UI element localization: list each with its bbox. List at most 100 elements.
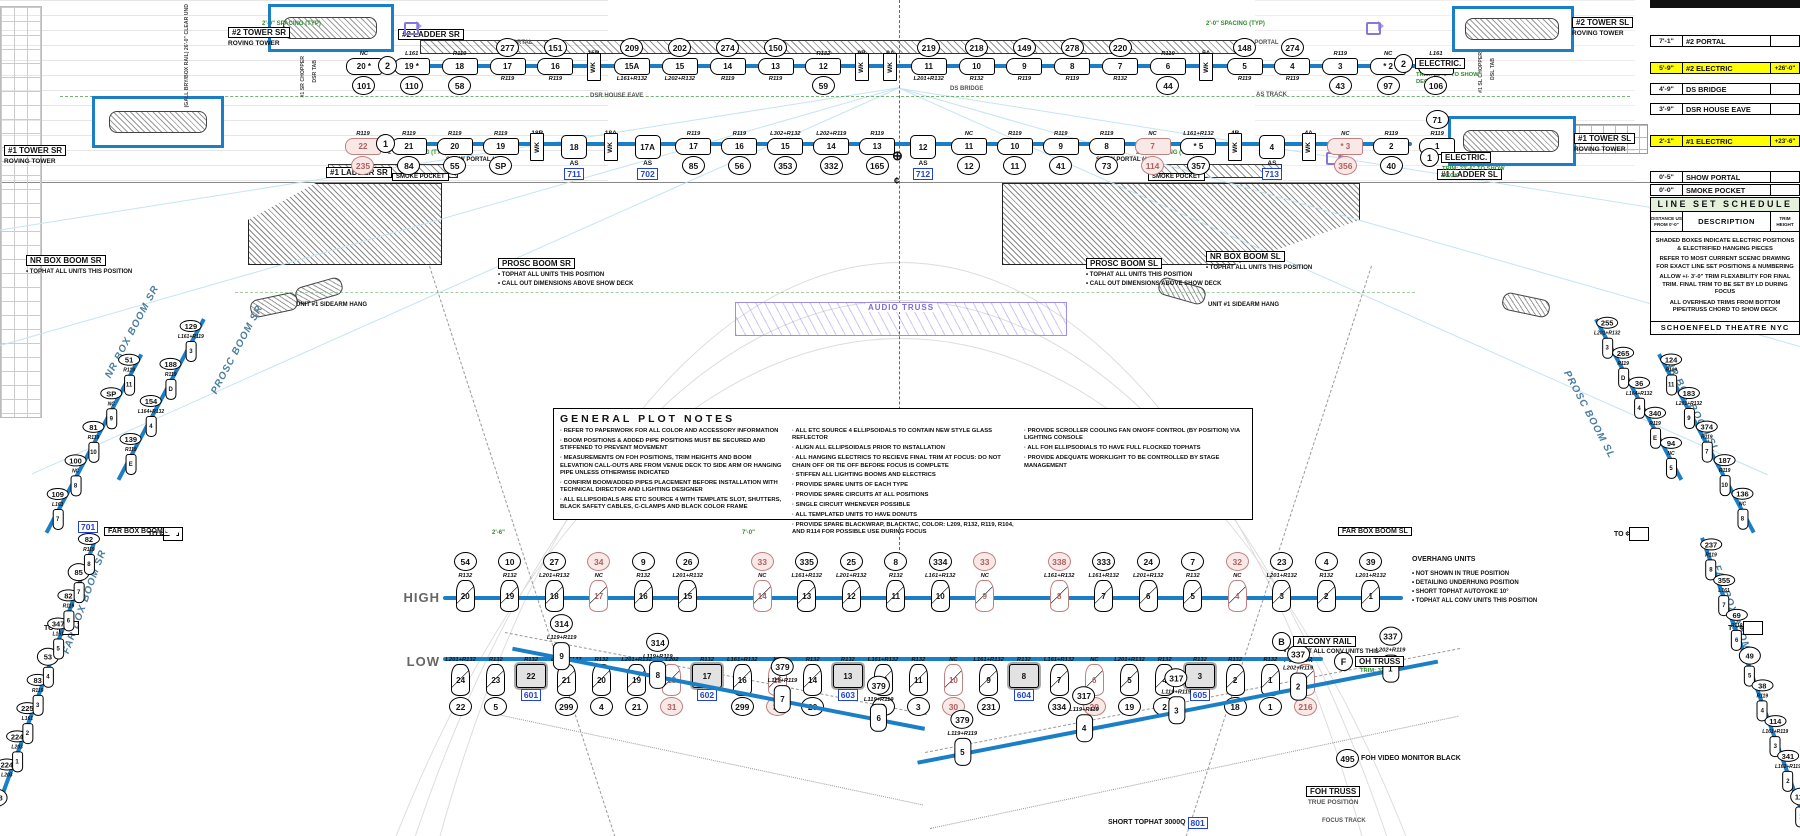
short-tophat-label: SHORT TOPHAT 3000Q — [1108, 819, 1186, 826]
instrument-glyph: * 5 — [1180, 138, 1217, 155]
unit-cell: 18A WK — [597, 108, 625, 195]
unit-number: 13 — [802, 591, 812, 601]
channel-circle: 136 — [1731, 487, 1754, 500]
unit-number: 7 — [1117, 62, 1123, 71]
instrument-glyph: 19 — [500, 580, 520, 612]
unit-cell: NC 7 114 — [1130, 108, 1176, 195]
plaster-line — [60, 96, 1630, 97]
unit-number: 3 — [1174, 705, 1179, 715]
accessory-number-box: 711 — [564, 168, 584, 180]
channel-circle: SP — [489, 156, 513, 175]
prosc-boom-sr-callout: PROSC BOOM SR — [498, 258, 575, 269]
portal2-label: #2 PORTAL — [1246, 40, 1279, 46]
channel-circle: 33 — [750, 552, 774, 571]
channel-circle: 3 — [906, 697, 930, 716]
instrument-glyph: 1 — [1795, 806, 1800, 828]
instrument-glyph: 8 — [648, 660, 666, 689]
unit-number: 16 — [550, 62, 560, 71]
lineset-row: 0'-5" SHOW PORTAL — [1650, 171, 1800, 183]
unit-cell: R119 22 235 — [340, 108, 386, 195]
unit-cell: 335 L161+R132 13 — [785, 546, 830, 638]
unit-cell: 4 R132 2 — [1304, 546, 1349, 638]
lineset-row: 3'-9" DSR HOUSE EAVE — [1650, 103, 1800, 115]
tophat-accessory-box: 801 — [1187, 817, 1208, 829]
plot-note: ALL ETC SOURCE 4 ELLIPSOIDALS TO CONTAIN… — [792, 428, 1014, 443]
tower-2-sl-sub: ROVING TOWER — [1572, 30, 1624, 37]
channel-circle: 374 — [1695, 420, 1718, 433]
color-label: NC — [1383, 51, 1393, 57]
unit-cell: 10 R132 19 — [488, 546, 533, 638]
instrument-glyph: 24 — [451, 664, 471, 696]
unit-cell: R119 10 11 — [992, 108, 1038, 195]
unit-number: 20 — [460, 591, 470, 601]
tower-2-sl — [1452, 6, 1574, 52]
instrument-glyph: 17A — [634, 135, 661, 159]
instrument-glyph: 12 — [910, 135, 937, 159]
channel-circle: 314 — [645, 632, 669, 652]
unit-number: E — [128, 461, 133, 468]
unit-cell: 23 L201+R132 3 — [1260, 546, 1305, 638]
color-label: R119 — [1718, 468, 1731, 475]
balcony-rail-label: ALCONY RAIL — [1293, 636, 1356, 647]
instrument-glyph: 17 — [675, 138, 712, 155]
unit-cell: R132 11 3 — [901, 630, 936, 722]
color-label: L119+R119 — [1161, 689, 1192, 696]
unit-number: 2 — [1232, 675, 1238, 685]
color-label: L119+R119 — [863, 696, 894, 703]
unit-cell: R119 16 56 — [716, 108, 762, 195]
plot-note: PROVIDE SPARE BLACKWRAP, BLACKTAC, COLOR… — [792, 522, 1014, 537]
bullet-note: TOPHAT ALL UNITS THIS POSITION — [1206, 264, 1312, 273]
unit-number: 7 — [1101, 591, 1106, 601]
unit-number: 5 — [960, 747, 965, 757]
accessory-701-box: 701 — [78, 521, 99, 533]
channel-circle: 94 — [1660, 436, 1683, 449]
channel-circle: 34 — [587, 552, 611, 571]
spacing-dim: 2'-0" SPACING (TYP) — [1206, 21, 1265, 27]
color-label: R119 — [1384, 131, 1398, 137]
plot-note: SINGLE CIRCUIT WHENEVER POSSIBLE — [792, 502, 1014, 509]
plot-notes-title: GENERAL PLOT NOTES — [560, 413, 736, 425]
channel-circle: 353 — [773, 156, 797, 175]
speaker-icon — [404, 21, 422, 35]
unit-number: 11 — [964, 142, 974, 151]
unit-cell: 18 AS 711 — [551, 108, 597, 195]
instrument-glyph: 11 — [886, 580, 906, 612]
gallery-ladder — [0, 6, 42, 418]
electric-2-position-circle: 2 — [1394, 54, 1413, 73]
instrument-glyph: 7 — [1134, 138, 1171, 155]
ds-bridge-label: DS BRIDGE — [950, 86, 984, 92]
unit-cell: 148 5 R119 — [1221, 28, 1269, 115]
channel-circle: 357 — [1186, 156, 1210, 175]
color-label: R119 — [1237, 76, 1252, 82]
unit-number: 15 — [780, 142, 790, 151]
color-label: L201+R132 — [1133, 573, 1164, 579]
unit-cell: 334 L161+R132 10 — [918, 546, 963, 638]
channel-circle: 39 — [1359, 552, 1383, 571]
color-label: R119 — [1617, 360, 1629, 367]
unit-number: 17 — [689, 142, 698, 151]
ladder-2-sr-label: #2 LADDER SR — [398, 29, 464, 40]
lineset-distance: 4'-9" — [1650, 83, 1683, 95]
unit-number: 1 — [1434, 142, 1440, 151]
color-label: L119+R119 — [947, 730, 978, 737]
unit-cell: L161+R132 7 334 — [1041, 630, 1076, 722]
color-label: L161+R132 — [1043, 657, 1075, 663]
unit-number: 4 — [149, 423, 153, 430]
unit-number: 8 — [1709, 566, 1713, 573]
color-label: L201+R132 — [621, 657, 652, 663]
unit-cell: 9B WK — [847, 28, 876, 115]
unit-cell: 151 16 R119 — [531, 28, 579, 115]
plot-note: ALL FOH ELLIPSODIALS TO HAVE FULL FLOCKE… — [1024, 445, 1246, 452]
color-label: R132 — [888, 573, 903, 579]
instrument-glyph: 7 — [73, 582, 85, 604]
channel-circle: 51 — [118, 353, 141, 366]
unit-cell: R119 9 41 — [1038, 108, 1084, 195]
color-label: NC — [1667, 450, 1675, 457]
electric-2-position-circle: 2 — [378, 56, 397, 75]
ladder-1-sl-label: #1 LADDER SL — [1437, 169, 1502, 180]
unit-number: 6 — [1146, 591, 1151, 601]
color-label: L164+R132 — [137, 409, 164, 416]
unit-number: 4 — [46, 674, 50, 681]
unit-cell: 277 17 R119 — [484, 28, 532, 115]
plot-note: PROVIDE SPARE UNITS OF EACH TYPE — [792, 482, 1014, 489]
